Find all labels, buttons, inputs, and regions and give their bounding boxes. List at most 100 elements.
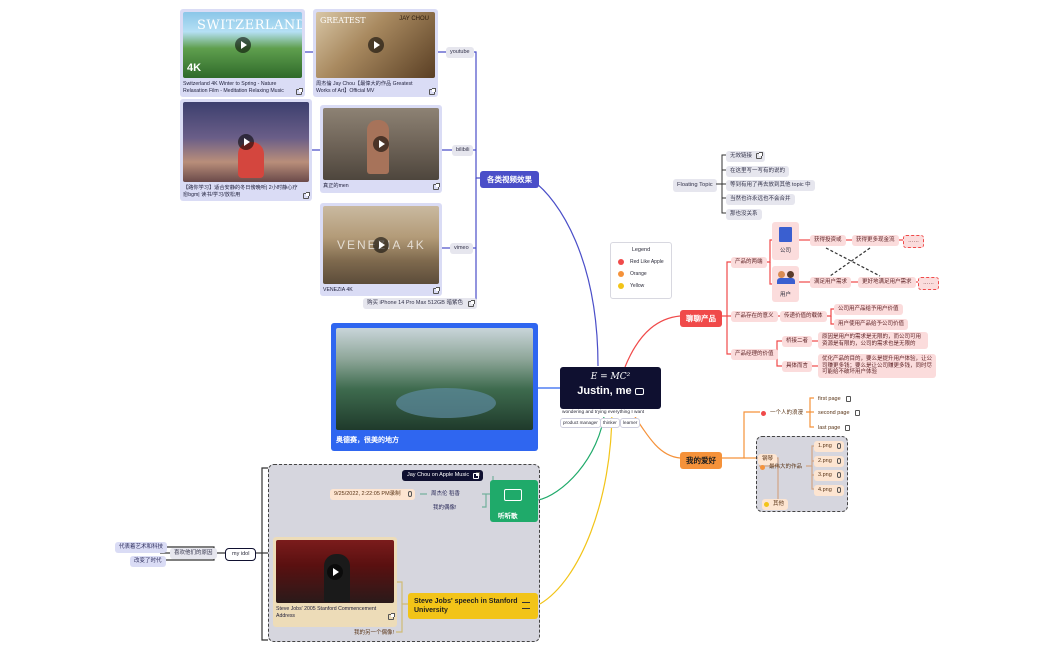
- video-thumbnail[interactable]: [323, 108, 439, 180]
- external-link-icon[interactable]: [473, 472, 481, 479]
- topic-bridge-text[interactable]: 原因是用户的需求是无限的，而公司可用资源是有限的，公司的需求也是无限的: [818, 332, 928, 350]
- topic-get-investment[interactable]: 获得投资或: [810, 235, 846, 246]
- topic-meaning[interactable]: 产品存在的意义: [731, 311, 778, 322]
- page-icon: [845, 425, 851, 431]
- external-link-icon[interactable]: [388, 613, 395, 621]
- topic-vimeo[interactable]: vimeo: [450, 243, 473, 254]
- floating-item-invalid-link[interactable]: 无效链接: [726, 151, 766, 162]
- legend-item: Red Like Apple: [618, 259, 671, 265]
- company-node[interactable]: 公司: [772, 222, 799, 260]
- topic-reasons[interactable]: 喜欢他们的原因: [170, 548, 217, 559]
- topic-diary[interactable]: 一个人的浪漫: [760, 408, 807, 419]
- floating-topic[interactable]: Floating Topic: [673, 179, 717, 192]
- video-caption-text: 真正的men: [323, 183, 349, 189]
- file-item[interactable]: 3.png: [814, 470, 844, 481]
- file-name: 4.png: [818, 487, 832, 493]
- topic-my-idol[interactable]: my idol: [225, 548, 257, 561]
- recording-timestamp[interactable]: 9/25/2022, 2:22:05 PM录制: [330, 489, 415, 500]
- audio-icon: [504, 489, 522, 501]
- topic-piano[interactable]: 钢琴: [758, 454, 778, 465]
- topic-jobs-speech[interactable]: Steve Jobs' speech in Stanford Universit…: [408, 593, 538, 619]
- play-icon[interactable]: [238, 134, 254, 150]
- attachment-icon: [836, 458, 841, 464]
- topic-video-effects[interactable]: 各类视频效果: [480, 171, 539, 188]
- user-node[interactable]: 用户: [772, 266, 799, 302]
- play-icon[interactable]: [373, 136, 389, 152]
- video-card-jobs[interactable]: Steve Jobs' 2005 Stanford Commencement A…: [273, 537, 397, 627]
- play-icon[interactable]: [327, 563, 343, 580]
- root-topic[interactable]: E = MC² Justin, me: [560, 367, 661, 409]
- play-icon[interactable]: [234, 37, 251, 53]
- page-second[interactable]: second page: [814, 408, 862, 419]
- floating-item[interactable]: 在这里写一写有的说的: [726, 166, 790, 177]
- topic-carrier-user[interactable]: 用户使用产品给予公司价值: [834, 319, 909, 330]
- topic-buy-iphone[interactable]: 购买 iPhone 14 Pro Max 512GB 暗紫色: [363, 298, 477, 309]
- video-thumbnail[interactable]: GREATEST JAY CHOU: [316, 12, 435, 78]
- page-last[interactable]: last page: [814, 423, 852, 434]
- topic-better-needs[interactable]: 更好地满足用户需求: [858, 277, 916, 288]
- topic-greatest-works-text: 最伟大的作品: [769, 464, 803, 470]
- link-icon[interactable]: [634, 387, 644, 395]
- floating-item[interactable]: 那也没关系: [726, 209, 762, 220]
- user-label: 用户: [779, 292, 791, 298]
- external-link-icon[interactable]: [468, 300, 475, 307]
- video-card-real-men[interactable]: 真正的men: [320, 105, 442, 193]
- recording-text: 9/25/2022, 2:22:05 PM录制: [334, 491, 401, 497]
- legend: Legend Red Like Apple Orange Yellow: [610, 242, 672, 299]
- topic-value-carrier[interactable]: 传递价值的载体: [780, 311, 827, 322]
- external-link-icon[interactable]: [433, 287, 440, 295]
- apple-music-link[interactable]: Jay Chou on Apple Music: [402, 470, 484, 481]
- file-item[interactable]: 1.png: [814, 441, 844, 452]
- topic-another-idol[interactable]: 我的另一个偶像!: [354, 630, 395, 636]
- video-card-venezia[interactable]: VENEZIA 4K VENEZIA 4K: [320, 203, 442, 296]
- video-thumbnail[interactable]: VENEZIA 4K: [323, 206, 439, 284]
- topic-product[interactable]: 聊聊产品: [680, 310, 722, 327]
- external-link-icon[interactable]: [429, 88, 436, 96]
- topic-two-sides[interactable]: 产品的两端: [731, 257, 767, 268]
- video-thumbnail[interactable]: [276, 540, 394, 603]
- topic-listen-music[interactable]: 听听歌: [490, 480, 538, 522]
- external-link-icon[interactable]: [296, 88, 303, 96]
- topic-my-idol-note[interactable]: 我的偶像!: [433, 505, 457, 511]
- video-card-jay-chou[interactable]: GREATEST JAY CHOU 周杰倫 Jay Chou【最偉大的作品 Gr…: [313, 9, 438, 97]
- topic-hobby[interactable]: 我的爱好: [680, 452, 722, 469]
- reason-art-tech[interactable]: 代表着艺术和科技: [115, 542, 168, 553]
- file-item[interactable]: 2.png: [814, 456, 844, 467]
- file-item[interactable]: 4.png: [814, 485, 844, 496]
- video-thumbnail[interactable]: [183, 102, 309, 182]
- topic-meet-needs[interactable]: 满足用户需求: [810, 277, 852, 288]
- video-thumbnail[interactable]: SWITZERLAND 4K: [183, 12, 302, 78]
- video-card-switzerland[interactable]: SWITZERLAND 4K Switzerland 4K Winter to …: [180, 9, 305, 97]
- topic-jay-daoxiang[interactable]: 周杰伦 稻香: [431, 491, 461, 497]
- topic-bilibili[interactable]: bilibili: [452, 145, 474, 156]
- play-icon[interactable]: [373, 237, 389, 253]
- place-image-card[interactable]: 奥德赛，很美的地方: [331, 323, 538, 451]
- topic-concrete-text[interactable]: 优化产品的目的，要么是提升用户体验，让公司赚更多钱；要么是让公司赚更多钱，同时尽…: [818, 354, 936, 378]
- file-name: 3.png: [818, 472, 832, 478]
- jobs-speech-title: Steve Jobs' speech in Stanford Universit…: [414, 598, 518, 614]
- external-link-icon[interactable]: [303, 192, 310, 200]
- topic-ellipsis-b[interactable]: ……: [918, 277, 939, 290]
- topic-youtube[interactable]: youtube: [446, 47, 474, 58]
- video-card-study-bgm[interactable]: 【路你学习】适合安静的冬日傍晚听| 2小时静心疗愈bgm| 读书/学习/放松用: [180, 99, 312, 201]
- legend-dot-orange: [618, 271, 624, 277]
- topic-bridge[interactable]: 桥接二者: [782, 336, 813, 347]
- floating-item[interactable]: 当然也许永远也不会合并: [726, 194, 795, 205]
- topic-other[interactable]: 其他: [762, 499, 789, 510]
- topic-ellipsis-a[interactable]: ……: [903, 235, 924, 248]
- topic-pm-value[interactable]: 产品经理的价值: [731, 349, 778, 360]
- floating-item[interactable]: 等到有用了再去放到其他 topic 中: [726, 180, 815, 191]
- external-link-icon[interactable]: [756, 152, 764, 159]
- music-title: 听听歌: [498, 513, 518, 520]
- external-link-icon[interactable]: [433, 183, 440, 191]
- topic-concrete[interactable]: 具体而言: [782, 361, 813, 372]
- page-first[interactable]: first page: [814, 394, 853, 405]
- play-icon[interactable]: [367, 37, 384, 53]
- note-icon: [522, 602, 530, 609]
- topic-carrier-company[interactable]: 公司用产品给予用户价值: [834, 304, 903, 315]
- topic-greatest-works[interactable]: 最伟大的作品: [759, 462, 806, 473]
- apple-music-text: Jay Chou on Apple Music: [407, 472, 470, 478]
- place-image[interactable]: [336, 328, 533, 430]
- reason-changed-era[interactable]: 改变了时代: [130, 556, 166, 567]
- topic-more-cashflow[interactable]: 获得更多现金流: [852, 235, 899, 246]
